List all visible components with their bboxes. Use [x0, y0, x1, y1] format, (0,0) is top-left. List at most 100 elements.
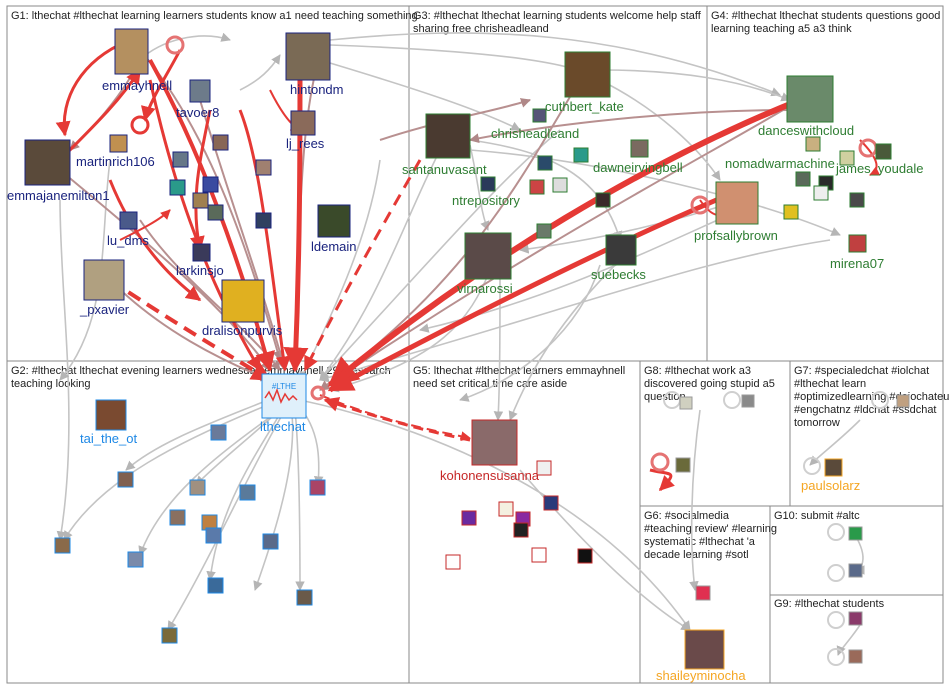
avatar[interactable] — [695, 585, 711, 601]
avatar-mirena07[interactable] — [848, 234, 867, 253]
avatar[interactable] — [813, 185, 829, 201]
edge — [319, 239, 831, 383]
group-headers: G1: lthechat #lthechat learning learners… — [11, 10, 949, 610]
avatar[interactable] — [262, 533, 279, 550]
label-james_youdale: james_youdale — [835, 161, 923, 176]
avatar[interactable] — [543, 495, 559, 511]
avatar-lu_dms[interactable] — [119, 211, 138, 230]
avatar[interactable] — [552, 177, 568, 193]
avatar[interactable] — [255, 212, 272, 229]
avatar-tai_the_ot[interactable] — [95, 399, 127, 431]
avatar-suebecks[interactable] — [605, 234, 637, 266]
label-suebecks: suebecks — [591, 267, 646, 282]
edge — [649, 468, 675, 492]
avatar[interactable] — [189, 479, 206, 496]
avatar[interactable] — [445, 554, 461, 570]
avatar[interactable] — [529, 179, 545, 195]
avatar-tavoer8[interactable] — [189, 79, 211, 103]
avatar-virnarossi[interactable] — [464, 232, 512, 280]
g8-header-line: G8: #lthechat work a3 — [644, 365, 751, 377]
edge — [148, 79, 262, 372]
avatar[interactable] — [741, 394, 755, 408]
avatar-danceswithcloud[interactable] — [786, 75, 834, 123]
avatar-dralisonpurvis[interactable] — [221, 279, 265, 323]
avatar[interactable] — [783, 204, 799, 220]
avatar-paulsolarz[interactable] — [824, 458, 843, 477]
avatar[interactable] — [498, 501, 514, 517]
avatar[interactable] — [795, 171, 811, 187]
edge — [119, 209, 171, 241]
avatar[interactable] — [212, 134, 229, 151]
avatar[interactable] — [54, 537, 71, 554]
avatar[interactable] — [461, 510, 477, 526]
avatar[interactable] — [202, 176, 219, 193]
label-dralisonpurvis: dralisonpurvis — [202, 323, 283, 338]
self-loops — [130, 35, 889, 666]
avatar-hintondm[interactable] — [285, 32, 331, 81]
g3-header-line: sharing free chrisheadleand — [413, 23, 549, 35]
avatar[interactable] — [577, 548, 593, 564]
avatar[interactable] — [207, 577, 224, 594]
avatar[interactable] — [239, 484, 256, 501]
avatar[interactable] — [255, 159, 272, 176]
edge — [519, 469, 691, 631]
avatar[interactable] — [531, 547, 547, 563]
avatar-santanuvasant[interactable] — [425, 113, 471, 159]
avatar[interactable] — [536, 223, 552, 239]
avatar-larkinsjo[interactable] — [192, 243, 211, 262]
avatar-ldemain[interactable] — [317, 204, 351, 238]
avatar[interactable] — [675, 457, 691, 473]
avatar[interactable] — [848, 649, 863, 664]
g4-header-line: G4: #lthechat lthechat students question… — [711, 10, 940, 22]
avatar[interactable] — [309, 479, 326, 496]
avatar[interactable] — [296, 589, 313, 606]
avatar-_pxavier[interactable] — [83, 259, 125, 301]
avatar[interactable] — [513, 522, 529, 538]
avatar-emmajanemilton1[interactable] — [24, 139, 71, 186]
label-ntrepository: ntrepository — [452, 193, 520, 208]
avatar-cuthbert_kate[interactable] — [564, 51, 611, 98]
avatar[interactable] — [169, 179, 186, 196]
avatar[interactable] — [205, 527, 222, 544]
avatar-emmayhnell[interactable] — [114, 28, 149, 75]
avatar-dawneirvingbell[interactable] — [630, 139, 649, 158]
avatar[interactable] — [536, 460, 552, 476]
edge — [125, 394, 281, 471]
avatar-profsallybrown[interactable] — [715, 181, 759, 225]
avatar[interactable] — [848, 611, 863, 626]
avatar[interactable] — [573, 147, 589, 163]
avatar[interactable] — [169, 509, 186, 526]
panel-g7 — [789, 360, 944, 507]
avatar[interactable] — [848, 563, 863, 578]
label-_pxavier: _pxavier — [79, 302, 130, 317]
edge — [199, 99, 288, 371]
avatar[interactable] — [896, 394, 910, 408]
avatar[interactable] — [207, 204, 224, 221]
avatar[interactable] — [848, 526, 863, 541]
avatar-kohonensusanna[interactable] — [471, 419, 518, 466]
avatar-lj_rees[interactable] — [290, 110, 316, 136]
avatar[interactable] — [192, 192, 209, 209]
avatar-chrisheadleand[interactable] — [532, 108, 547, 123]
edge — [239, 54, 281, 91]
avatar[interactable] — [161, 627, 178, 644]
avatar[interactable] — [172, 151, 189, 168]
avatar-james_youdale[interactable] — [875, 143, 892, 160]
edge — [319, 99, 801, 391]
avatar-martinrich106[interactable] — [109, 134, 128, 153]
avatar[interactable] — [127, 551, 144, 568]
avatar-nomadwarmachine[interactable] — [805, 136, 821, 152]
avatar[interactable] — [849, 192, 865, 208]
edge — [319, 59, 521, 131]
avatar-ntrepository[interactable] — [480, 176, 496, 192]
avatar[interactable] — [537, 155, 553, 171]
hub-node-lthechat[interactable]: #LTHE — [261, 373, 307, 419]
avatar-shaileyminocha[interactable] — [684, 629, 725, 670]
g10-header: G10: submit #altc — [774, 510, 860, 522]
avatar[interactable] — [595, 192, 611, 208]
avatar[interactable] — [679, 396, 693, 410]
avatar[interactable] — [117, 471, 134, 488]
avatar[interactable] — [839, 150, 855, 166]
avatar[interactable] — [210, 424, 227, 441]
